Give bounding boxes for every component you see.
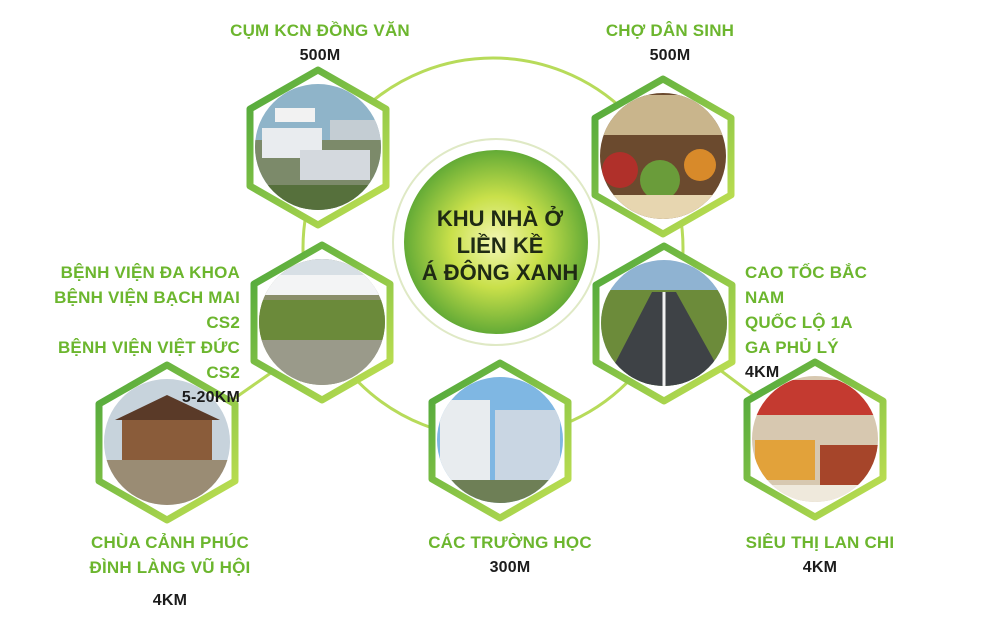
school-distance: 300M (489, 559, 531, 576)
market-name: CHỢ DÂN SINH (605, 21, 735, 40)
industrial-distance: 500M (299, 47, 341, 64)
label-hospital: BỆNH VIỆN ĐA KHOA BỆNH VIỆN BẠCH MAI CS2… (40, 260, 240, 410)
market-photo (591, 75, 735, 238)
highway-line1: CAO TỐC BẮC NAM (745, 263, 868, 307)
label-market: CHỢ DÂN SINH 500M (590, 18, 750, 68)
project-title: KHU NHÀ Ở LIỀN KỀ Á ĐÔNG XANH (400, 190, 600, 300)
pagoda-photo (95, 361, 239, 524)
market-distance: 500M (649, 47, 691, 64)
highway-distance: 4KM (745, 364, 780, 381)
highway-photo (592, 242, 736, 405)
project-title-line1: KHU NHÀ Ở (436, 205, 564, 231)
label-school: CÁC TRƯỜNG HỌC 300M (420, 530, 600, 580)
supermarket-distance: 4KM (802, 559, 838, 576)
pagoda-line1: CHÙA CẢNH PHÚC (91, 533, 249, 552)
industrial-name: CỤM KCN ĐỒNG VĂN (230, 21, 410, 40)
highway-line2: QUỐC LỘ 1A (745, 313, 853, 332)
hospital-line2: BỆNH VIỆN BẠCH MAI CS2 (54, 288, 240, 332)
center-badge (404, 150, 588, 334)
hospital-photo (250, 241, 394, 404)
school-name: CÁC TRƯỜNG HỌC (428, 533, 592, 552)
hospital-line3: BỆNH VIỆN VIỆT ĐỨC CS2 (57, 338, 240, 382)
label-supermarket: SIÊU THỊ LAN CHI 4KM (730, 530, 910, 580)
label-pagoda: CHÙA CẢNH PHÚC ĐÌNH LÀNG VŨ HỘI 4KM (80, 530, 260, 613)
highway-line3: GA PHỦ LÝ (745, 338, 839, 357)
pagoda-line2: ĐÌNH LÀNG VŨ HỘI (89, 558, 251, 577)
label-highway: CAO TỐC BẮC NAM QUỐC LỘ 1A GA PHỦ LÝ 4KM (745, 260, 905, 385)
project-title-line2: LIỀN KỀ (456, 232, 544, 258)
project-title-line3: Á ĐÔNG XANH (421, 259, 579, 285)
hospital-distance: 5-20KM (181, 389, 240, 406)
pagoda-distance: 4KM (152, 592, 188, 609)
hospital-line1: BỆNH VIỆN ĐA KHOA (60, 263, 240, 282)
supermarket-name: SIÊU THỊ LAN CHI (745, 533, 895, 552)
label-industrial: CỤM KCN ĐỒNG VĂN 500M (220, 18, 420, 68)
industrial-park-photo (246, 66, 390, 229)
supermarket-photo (743, 358, 887, 521)
school-photo (428, 359, 572, 522)
